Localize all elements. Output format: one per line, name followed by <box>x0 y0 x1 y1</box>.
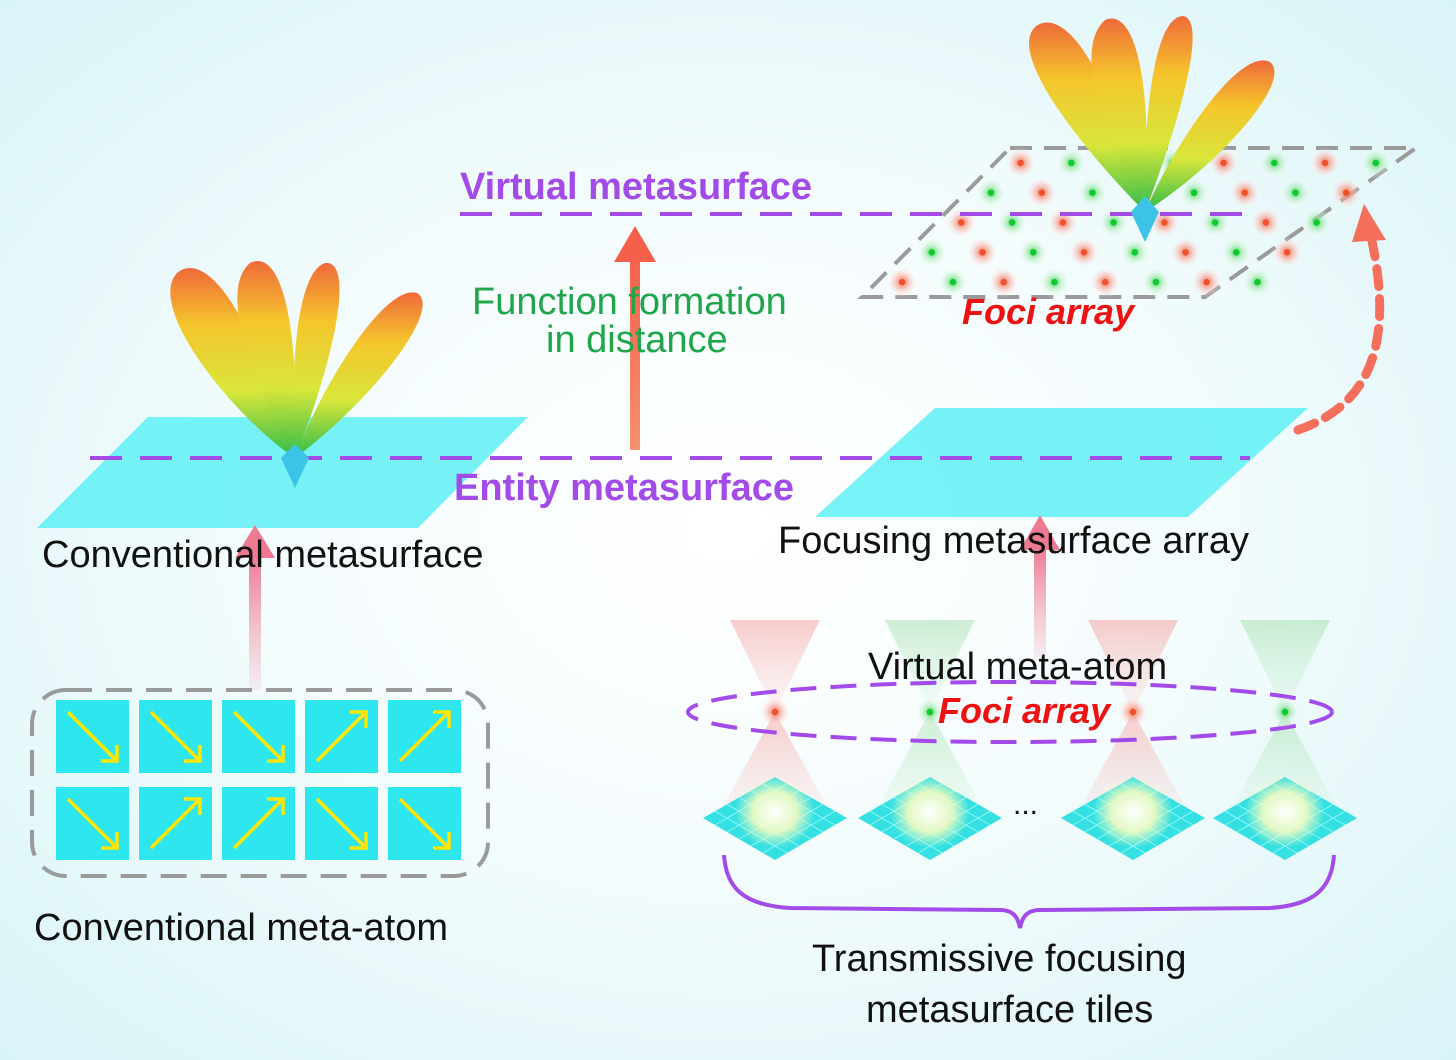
green-focus-dot <box>996 206 1029 239</box>
red-focus-dot <box>1117 696 1149 728</box>
tiles-brace <box>722 854 1336 929</box>
red-focus-dot <box>1330 176 1363 209</box>
ellipsis-label: ... <box>1013 788 1039 821</box>
function-formation-arrow <box>614 226 656 450</box>
metasurface-tile <box>1213 776 1357 860</box>
metasurface-tile <box>858 776 1002 860</box>
green-focus-dot <box>1097 206 1130 239</box>
meta-atom-cell <box>388 700 461 773</box>
red-focus-dot <box>1190 266 1223 299</box>
meta-atom-cell <box>388 787 461 860</box>
red-focus-dot <box>987 266 1020 299</box>
meta-atom-cell <box>56 700 129 773</box>
green-focus-dot <box>1177 176 1210 209</box>
virtual-meta-atom-ellipse <box>686 680 1334 744</box>
focusing-metasurface-plane <box>815 408 1308 517</box>
foci-points-bottom <box>759 696 1301 728</box>
meta-atom-cell <box>305 787 378 860</box>
transmissive-line2: metasurface tiles <box>866 989 1154 1031</box>
green-focus-dot <box>1258 146 1291 179</box>
virtual-meta-atom-label: Virtual meta-atom <box>868 646 1168 688</box>
radiation-lobes-conventional <box>170 261 423 488</box>
meta-atom-grid <box>56 700 461 860</box>
conventional-metasurface-label: Conventional metasurface <box>42 534 484 576</box>
green-focus-dot <box>1076 176 1109 209</box>
red-focus-dot <box>945 206 978 239</box>
green-focus-dot <box>1199 206 1232 239</box>
metasurface-tile <box>1061 776 1205 860</box>
foci-array-bottom-label: Foci array <box>938 690 1111 731</box>
green-focus-dot <box>974 176 1007 209</box>
meta-atom-cell <box>56 787 129 860</box>
red-focus-dot <box>759 696 791 728</box>
entity-metasurface-label: Entity metasurface <box>454 467 795 509</box>
focusing-metasurface-array-label: Focusing metasurface array <box>778 520 1249 562</box>
meta-atom-box <box>30 688 490 878</box>
conventional-meta-atom-label: Conventional meta-atom <box>34 907 448 949</box>
green-focus-dot <box>1241 266 1274 299</box>
red-focus-dot <box>1089 266 1122 299</box>
function-formation-line2: in distance <box>546 319 728 361</box>
virtual-metasurface-label: Virtual metasurface <box>460 166 813 208</box>
meta-atom-cell <box>139 700 212 773</box>
red-focus-dot <box>1228 176 1261 209</box>
green-focus-dot <box>1038 266 1071 299</box>
red-focus-dot <box>1169 236 1202 269</box>
red-focus-dot <box>1025 176 1058 209</box>
green-focus-dot <box>1359 146 1392 179</box>
green-focus-dot <box>1055 146 1088 179</box>
meta-atom-cell <box>139 787 212 860</box>
foci-array-top-label: Foci array <box>962 291 1135 332</box>
transmissive-line1: Transmissive focusing <box>812 938 1187 980</box>
green-focus-dot <box>915 236 948 269</box>
red-focus-dot <box>1004 146 1037 179</box>
red-focus-dot <box>1068 236 1101 269</box>
green-focus-dot <box>914 696 946 728</box>
red-focus-dot <box>1046 206 1079 239</box>
radiation-lobes-foci <box>1029 16 1275 242</box>
green-focus-dot <box>1139 266 1172 299</box>
curved-dashed-arrow <box>1293 227 1385 435</box>
red-focus-dot <box>966 236 999 269</box>
green-focus-dot <box>1118 236 1151 269</box>
red-focus-dot <box>1271 236 1304 269</box>
red-focus-dot <box>886 266 919 299</box>
meta-atom-cell <box>222 700 295 773</box>
green-focus-dot <box>1300 206 1333 239</box>
meta-atom-cell <box>222 787 295 860</box>
metasurface-tile <box>703 776 847 860</box>
red-focus-dot <box>1249 206 1282 239</box>
green-focus-dot <box>936 266 969 299</box>
conventional-metasurface-plane <box>37 417 528 528</box>
meta-atom-cell <box>305 700 378 773</box>
function-formation-line1: Function formation <box>472 281 787 323</box>
conventional-upgrade-arrow <box>235 525 275 690</box>
red-focus-dot <box>1309 146 1342 179</box>
metasurface-tiles <box>703 776 1357 860</box>
green-focus-dot <box>1017 236 1050 269</box>
focusing-upgrade-arrow <box>1020 515 1060 660</box>
green-focus-dot <box>1269 696 1301 728</box>
curved-arrow-head <box>1352 204 1386 242</box>
green-focus-dot <box>1220 236 1253 269</box>
green-focus-dot <box>1279 176 1312 209</box>
